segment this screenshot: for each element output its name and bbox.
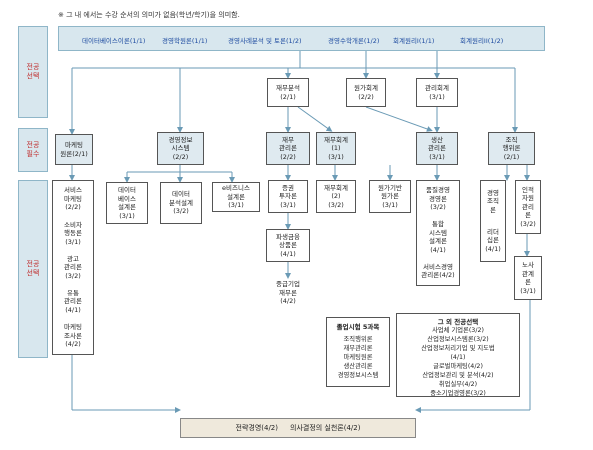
- side-label-required: 전공 필수: [18, 128, 48, 172]
- fin-acct2-box: 재무회계 (2) (3/2): [316, 180, 356, 213]
- ebiz-box: e비즈니스 설계론 (3/1): [212, 182, 260, 212]
- graduation-exam-item: 재무관리론: [343, 345, 373, 352]
- system-design-box: 데이터 분석설계 (3/2): [160, 182, 202, 224]
- corp-fin-text: 중급기업 재무론 (4/2): [266, 280, 310, 310]
- capstone-course-1: 전략경영(4/2): [235, 424, 279, 432]
- invest-label: 증권 투자론 (3/1): [279, 183, 297, 209]
- production-required-box: 생산 관리론 (3/1): [416, 132, 458, 165]
- other-electives-item: 산업정보처리기업 및 지도법: [421, 345, 495, 352]
- top-course-band: [58, 26, 545, 51]
- ops-elective-3: 서비스경영 관리론(4/2): [421, 262, 455, 280]
- mgmt-acct-label: 관리회계 (3/1): [425, 84, 449, 101]
- finance-required-label: 재무 관리론 (2/2): [279, 135, 297, 161]
- side-label-elective-text: 전공 선택: [26, 260, 40, 277]
- cost-acct-label: 원가회계 (2/2): [354, 84, 378, 101]
- other-electives-item: 산업정보시스템론(3/2): [427, 336, 489, 343]
- marketing-elective-2: 소비자 행동론 (3/1): [64, 220, 82, 246]
- marketing-elective-box: 서비스 마케팅 (2/2) 소비자 행동론 (3/1) 광고 관리론 (3/2)…: [52, 180, 94, 355]
- graduation-exam-item: 생산관리론: [343, 363, 373, 370]
- graduation-exam-title: 졸업시험 5과목: [336, 323, 380, 331]
- production-required-label: 생산 관리론 (3/1): [428, 135, 446, 161]
- db-design-label: 데이터 베이스 설계론 (3/1): [118, 186, 136, 220]
- mis-required-label: 경영정보 시스템 (2/2): [168, 135, 193, 161]
- hrm-box: 인적 자원 관리 론 (3/2): [515, 180, 541, 234]
- derivatives-label: 파생금융 상품론 (4/1): [276, 232, 300, 258]
- cost-eng-label: 원가기반 원가론 (3/1): [378, 183, 402, 209]
- derivatives-box: 파생금융 상품론 (4/1): [266, 229, 310, 262]
- top-course-2: 경영학원론(1/1): [162, 37, 208, 45]
- top-course-1: 데이터베이스이론(1/1): [82, 37, 146, 45]
- side-label-intro-text: 전공 선택: [26, 63, 40, 80]
- other-electives-item: 사업체 기업론(3/2): [432, 327, 484, 334]
- org-required-label: 조직 행위론 (2/1): [502, 135, 521, 161]
- other-electives-group: 그 외 전공선택 사업체 기업론(3/2) 산업정보시스템론(3/2) 산업정보…: [396, 313, 520, 397]
- marketing-required-box: 마케팅 원론(2/1): [55, 134, 93, 165]
- other-electives-item: 산업정보관리 및 분석(4/2): [422, 372, 494, 379]
- top-course-6: 회계원리II(1/2): [460, 37, 504, 45]
- db-design-box: 데이터 베이스 설계론 (3/1): [106, 182, 148, 224]
- mis-required-box: 경영정보 시스템 (2/2): [157, 132, 204, 165]
- corp-fin-label: 중급기업 재무론 (4/2): [276, 280, 300, 305]
- mgmt-acct-box: 관리회계 (3/1): [416, 78, 458, 107]
- side-label-elective: 전공 선택: [18, 180, 48, 358]
- other-electives-item: 취업실무(4/2): [438, 381, 478, 388]
- marketing-elective-1: 서비스 마케팅 (2/2): [64, 186, 82, 212]
- invest-box: 증권 투자론 (3/1): [268, 180, 308, 213]
- marketing-elective-4: 유통 관리론 (4/1): [64, 288, 82, 314]
- ebiz-label: e비즈니스 설계론 (3/1): [222, 184, 250, 210]
- marketing-elective-5: 마케팅 조사론 (4/2): [64, 323, 82, 349]
- other-electives-item: (4/1): [450, 354, 466, 361]
- top-course-3: 경영사례분석 및 토론(1/2): [228, 37, 302, 45]
- hr-elective-1: 경영 조직 론: [487, 188, 499, 214]
- finance-required-box: 재무 관리론 (2/2): [266, 132, 310, 165]
- fin-acct-required-box: 재무회계 (1) (3/1): [316, 132, 356, 165]
- side-label-intro: 전공 선택: [18, 26, 48, 118]
- ops-elective-box: 품질경영 경영론 (3/2) 통합 시스템 설계론 (4/1) 서비스경영 관리…: [416, 180, 460, 286]
- other-electives-item: 중소기업경영론(3/2): [430, 390, 486, 397]
- ops-elective-1: 품질경영 경영론 (3/2): [426, 186, 450, 212]
- graduation-exam-group: 졸업시험 5과목 조직행위론 재무관리론 마케팅원론 생산관리론 경영정보시스템: [326, 317, 390, 387]
- other-electives-item: 글로벌마케팅(4/2): [433, 363, 483, 370]
- hrm-label: 인적 자원 관리 론 (3/2): [520, 185, 536, 228]
- side-label-required-text: 전공 필수: [26, 141, 40, 158]
- fin-acct2-label: 재무회계 (2) (3/2): [324, 183, 348, 209]
- legend-note: ※ 그 내 에서는 수강 순서의 의미가 없음(학년/학기)을 의미함.: [58, 11, 240, 19]
- cost-eng-box: 원가기반 원가론 (3/1): [369, 180, 411, 213]
- ops-elective-2: 통합 시스템 설계론 (4/1): [429, 220, 447, 254]
- graduation-exam-item: 경영정보시스템: [337, 372, 379, 379]
- labor-label: 노사 관계 론 (3/1): [520, 261, 536, 295]
- cost-acct-box: 원가회계 (2/2): [346, 78, 386, 107]
- marketing-required-label: 마케팅 원론(2/1): [60, 141, 88, 158]
- capstone-bar: 전략경영(4/2) 의사결정의 실천론(4/2): [180, 418, 416, 438]
- hr-elective-2: 리더 십론 (4/1): [485, 227, 501, 253]
- graduation-exam-item: 마케팅원론: [343, 354, 373, 361]
- labor-box: 노사 관계 론 (3/1): [514, 256, 542, 300]
- org-required-box: 조직 행위론 (2/1): [488, 132, 535, 165]
- other-electives-title: 그 외 전공선택: [437, 318, 479, 326]
- marketing-elective-3: 광고 관리론 (3/2): [64, 254, 82, 280]
- fin-acct-required-label: 재무회계 (1) (3/1): [324, 135, 348, 161]
- finance-stat-label: 재무분석 (2/1): [276, 84, 300, 101]
- capstone-course-2: 의사결정의 실천론(4/2): [290, 424, 361, 432]
- hr-elective-box: 경영 조직 론 리더 십론 (4/1): [480, 180, 506, 262]
- top-course-4: 경영수학개론(1/2): [328, 37, 380, 45]
- top-course-5: 회계원리I(1/1): [393, 37, 435, 45]
- finance-stat-box: 재무분석 (2/1): [267, 78, 309, 107]
- system-design-label: 데이터 분석설계 (3/2): [169, 190, 193, 216]
- graduation-exam-item: 조직행위론: [343, 336, 373, 343]
